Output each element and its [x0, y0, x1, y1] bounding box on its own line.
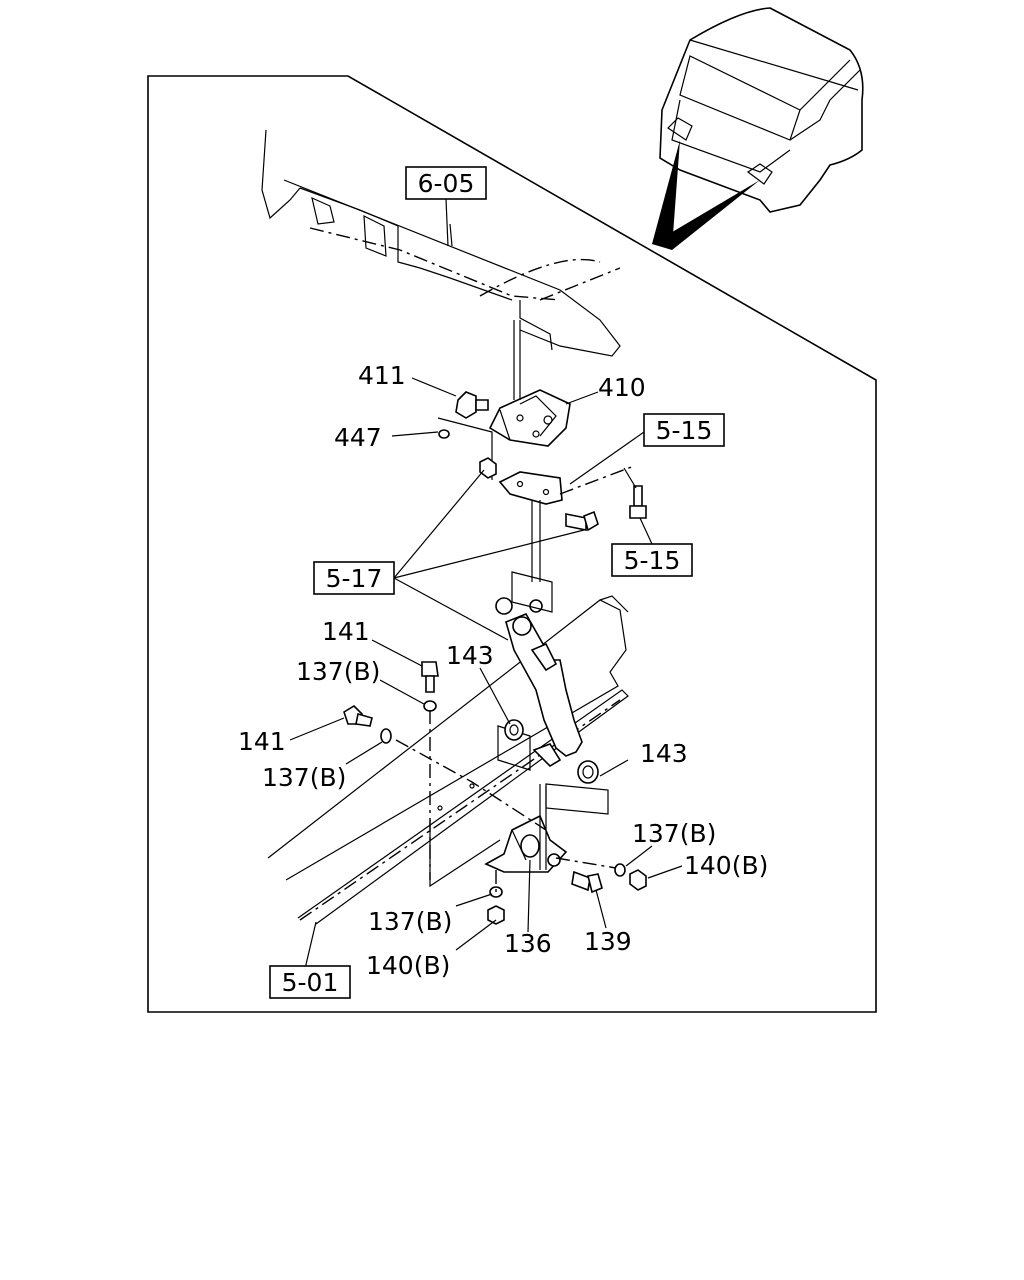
callout-139: 139 [584, 927, 632, 956]
bushing-143-left [504, 719, 524, 741]
nut-140b-right [629, 869, 647, 891]
bolt-141-top [421, 661, 439, 693]
ref-6-05: 6-05 [418, 169, 475, 198]
bracket-410 [488, 389, 571, 447]
bushing-143-right [577, 760, 599, 784]
bolt-lower [565, 510, 599, 532]
callout-140b-2: 140(B) [366, 951, 450, 980]
callout-137b-2: 137(B) [262, 763, 346, 792]
ref-box-5-17 [313, 561, 395, 595]
ref-5-17: 5-17 [326, 564, 383, 593]
bolt-139 [571, 870, 603, 894]
bolt-411 [455, 391, 489, 419]
callout-136: 136 [504, 929, 552, 958]
bolt-5-15 [629, 485, 647, 519]
callout-141-mid: 141 [238, 727, 286, 756]
ref-5-15-bottom: 5-15 [624, 546, 681, 575]
bracket-136 [484, 814, 568, 873]
ref-5-15-top: 5-15 [656, 416, 713, 445]
callout-411: 411 [358, 361, 406, 390]
nut-upper [479, 457, 497, 479]
callout-447: 447 [334, 423, 382, 452]
vehicle-cab-inset [652, 7, 864, 250]
bolt-141-mid [343, 704, 373, 727]
washer-137b-mid [380, 728, 392, 744]
callout-137b-1: 137(B) [296, 657, 380, 686]
crossmember-6-05 [261, 129, 621, 357]
callout-410: 410 [598, 373, 646, 402]
ref-5-01: 5-01 [282, 968, 339, 997]
nut-140b-bottom [487, 905, 505, 925]
ref-box-5-01 [269, 965, 351, 999]
ref-box-6-05 [405, 166, 487, 200]
ref-box-5-15-top [643, 413, 725, 447]
callout-137b-3: 137(B) [632, 819, 716, 848]
plate-lower [498, 471, 563, 505]
callout-141-top: 141 [322, 617, 370, 646]
callout-137b-4: 137(B) [368, 907, 452, 936]
callout-143-left: 143 [446, 641, 494, 670]
callout-143-right: 143 [640, 739, 688, 768]
washer-137b-right [614, 863, 626, 877]
callout-140b-1: 140(B) [684, 851, 768, 880]
grommet-447 [438, 429, 450, 439]
diagram-frame [147, 75, 877, 1013]
washer-137b-top [423, 700, 437, 712]
link-arm [495, 597, 583, 768]
